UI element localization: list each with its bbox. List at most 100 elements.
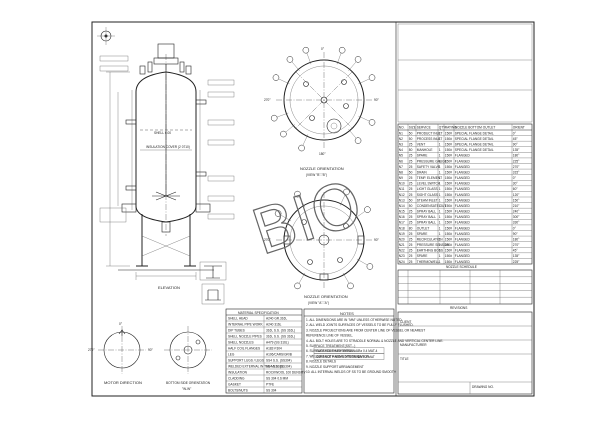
nozzle-leader-line: [291, 61, 300, 72]
nozzle-header-cell: RATING: [445, 126, 457, 130]
material-part: SHELL NOZZLES: [228, 341, 254, 345]
top-view-angle-90: 90°: [374, 98, 380, 102]
nozzle-cell: PRESSURE SENSOR: [417, 243, 450, 247]
label-box-1: [99, 55, 129, 62]
watermark-text: BIO: [244, 166, 371, 269]
nozzle-cell: 25: [409, 187, 413, 191]
nozzle-cell: SPECIAL FLANGE DETAIL: [455, 148, 494, 152]
nozzle-cell: 50: [409, 137, 413, 141]
nozzle-cell: FLANGED: [455, 226, 471, 230]
nozzle-cell: N22: [399, 249, 405, 253]
nozzle-leader-line: [298, 272, 306, 284]
nozzle-cell: 0°: [513, 176, 517, 180]
nozzle-cell: 150#: [445, 131, 452, 135]
nozzle-header-cell: SERVICE: [417, 126, 431, 130]
nozzle-tag-bubble: [298, 144, 305, 152]
nozzle-cell: 1: [439, 254, 441, 258]
nozzle-cell: THERMOWELL: [417, 260, 440, 264]
motor-direction-view: 0° 270° 90° MOTOR DIRECTION: [88, 322, 154, 385]
nozzle-cell: 1: [439, 137, 441, 141]
north-arrow-icon: [97, 27, 115, 45]
top-nozzle-2: [185, 65, 192, 75]
nozzle-tag-bubble: [294, 190, 301, 198]
nozzle-cell: N19: [399, 232, 405, 236]
label-box-10: [207, 213, 235, 220]
nozzle-tag-bubble: [286, 56, 294, 63]
nozzle-cell: 150#: [445, 198, 452, 202]
nozzle-cell: 1: [439, 143, 441, 147]
nozzle-cell: N18: [399, 226, 405, 230]
motor-angle-top: 0°: [119, 322, 123, 326]
nozzle-leader-line: [358, 78, 370, 85]
nozzle-schedule-frame: [397, 123, 533, 265]
nozzle-cell: SPECIAL FLANGE DETAIL: [455, 143, 494, 147]
bottom-outlet-nozzle: [161, 221, 171, 233]
nozzle-header-cell: SIZE: [409, 126, 416, 130]
material-part: LEG: [228, 353, 235, 357]
nozzle-header-cell: QTY: [439, 126, 446, 130]
nozzle-cell: 150#: [445, 170, 452, 174]
nozzle-cell: SIGHT GLASS: [417, 193, 438, 197]
nozzle-leader-line: [278, 78, 290, 85]
nozzle-cell: 50: [409, 204, 413, 208]
material-part: SHELL NOZZLE PIPES: [228, 335, 262, 339]
nozzle-cell: FLANGED: [455, 187, 471, 191]
nozzle-cell: 150#: [445, 204, 452, 208]
nozzle-cell: FLANGED: [455, 237, 471, 241]
material-value: SS4 S.S. (SS304): [266, 359, 292, 363]
nozzle-cell: 150#: [445, 154, 452, 158]
note-line: 7. WELDING BOTH ASME SPECIFICATION: [306, 354, 370, 358]
label-box-9: [207, 195, 235, 202]
nozzle-cell: 225°: [513, 260, 520, 264]
nozzle-cell: 135°: [513, 148, 520, 152]
bottom-view-angle-270: 270°: [264, 238, 271, 242]
nozzle-cell: FLANGED: [455, 210, 471, 214]
nozzle-cell: 150#: [445, 187, 452, 191]
motor-angle-left: 270°: [88, 348, 95, 352]
nozzle-cell: LEVEL SWITCH: [417, 182, 441, 186]
nozzle-tag-bubble: [274, 210, 282, 217]
nozzle-cell: N5: [399, 154, 403, 158]
nozzle-header-cell: NOZZLE BOTTOM OUTLET: [455, 126, 496, 130]
notes-block: NOTES 1. ALL DIMENSIONS ARE IN "MM" UNLE…: [303, 308, 443, 394]
nozzle-leader-line: [336, 52, 342, 65]
nozzle-cell: N1: [399, 131, 403, 135]
nozzle-header-cell: ORIENT: [513, 126, 525, 130]
nozzle-cell: STEAM INLET: [417, 198, 438, 202]
nozzle-cell: 150°: [513, 198, 520, 202]
material-part: BOLTS/NUTS: [228, 389, 248, 393]
nozzle-leader-line: [306, 52, 312, 65]
nozzle-cell: FLANGED: [455, 170, 471, 174]
nozzle-cell: 1: [439, 176, 441, 180]
label-box-5: [207, 91, 235, 98]
title-block-frame: [397, 311, 533, 395]
nozzle-cell: 330°: [513, 221, 520, 225]
bottom-side-orientation-view: BOTTOM SIDE ORIENTATION "W-W": [164, 326, 212, 391]
nozzle-leader-line: [356, 258, 368, 266]
note-line: 6. SURFACE FINISH EXTERNAL: [306, 349, 354, 353]
top-nozzle-1: [139, 65, 146, 75]
material-part: GASKET: [228, 383, 241, 387]
nozzle-cell: 1: [439, 232, 441, 236]
nozzle-cell: FLANGED: [455, 254, 471, 258]
nozzle-leader-line: [276, 112, 289, 118]
nozzle-cell: 25: [409, 254, 413, 258]
notes-lines: 1. ALL DIMENSIONS ARE IN "MM" UNLESS OTH…: [306, 318, 443, 374]
nozzle-cell: 315°: [513, 170, 520, 174]
note-line: 3. NOZZLE PROJECTIONS ARE FROM CENTER LI…: [306, 328, 425, 332]
nozzle-cell: N15: [399, 210, 405, 214]
note-line: 10. ALL INTERNAL WELDS OF SS TO BE GROUN…: [306, 370, 397, 374]
nozzle-cell: TEMP. ELEMENT: [417, 176, 442, 180]
nozzle-cell: 25: [409, 182, 413, 186]
note-line: 5. SURFACE TREATMENT(SST...): [306, 344, 355, 348]
nozzle-cell: 50: [409, 131, 413, 135]
nozzle-cell: 50: [409, 170, 413, 174]
manufacturer-label: MANUFACTURER: [400, 343, 427, 347]
nozzle-cell: 1: [439, 170, 441, 174]
nozzle-cell: 150#: [445, 226, 452, 230]
nozzle-cell: FLANGED: [455, 243, 471, 247]
nozzle-cell: 0°: [513, 131, 517, 135]
nozzle-cell: 1: [439, 154, 441, 158]
nozzle-tag-bubble: [354, 56, 362, 63]
